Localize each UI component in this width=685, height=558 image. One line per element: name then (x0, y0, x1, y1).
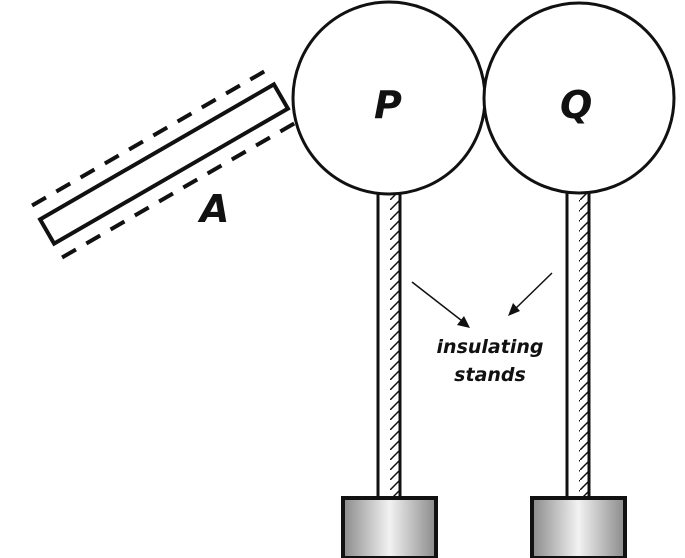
pointer-arrow-left (411, 281, 470, 328)
sphere-q (482, 1, 676, 195)
stand-p (341, 184, 438, 558)
sphere-label-p: P (374, 83, 402, 127)
sphere-label-q: Q (560, 83, 592, 127)
charged-rod-a (31, 68, 297, 260)
rod-dashed-charge-bottom (61, 120, 297, 260)
insulating-label-line2: stands (454, 364, 526, 386)
stand-q-base (530, 496, 627, 558)
stand-p-base (341, 496, 438, 558)
pointer-arrow-right (508, 272, 553, 316)
insulating-label-line1: insulating (437, 336, 544, 358)
stand-q-hatch (579, 188, 588, 498)
rod-body (37, 81, 291, 247)
stand-q (530, 184, 627, 558)
rod-dashed-charge-top (31, 68, 267, 208)
stand-p-hatch (390, 188, 399, 498)
rod-label-a: A (197, 187, 229, 231)
